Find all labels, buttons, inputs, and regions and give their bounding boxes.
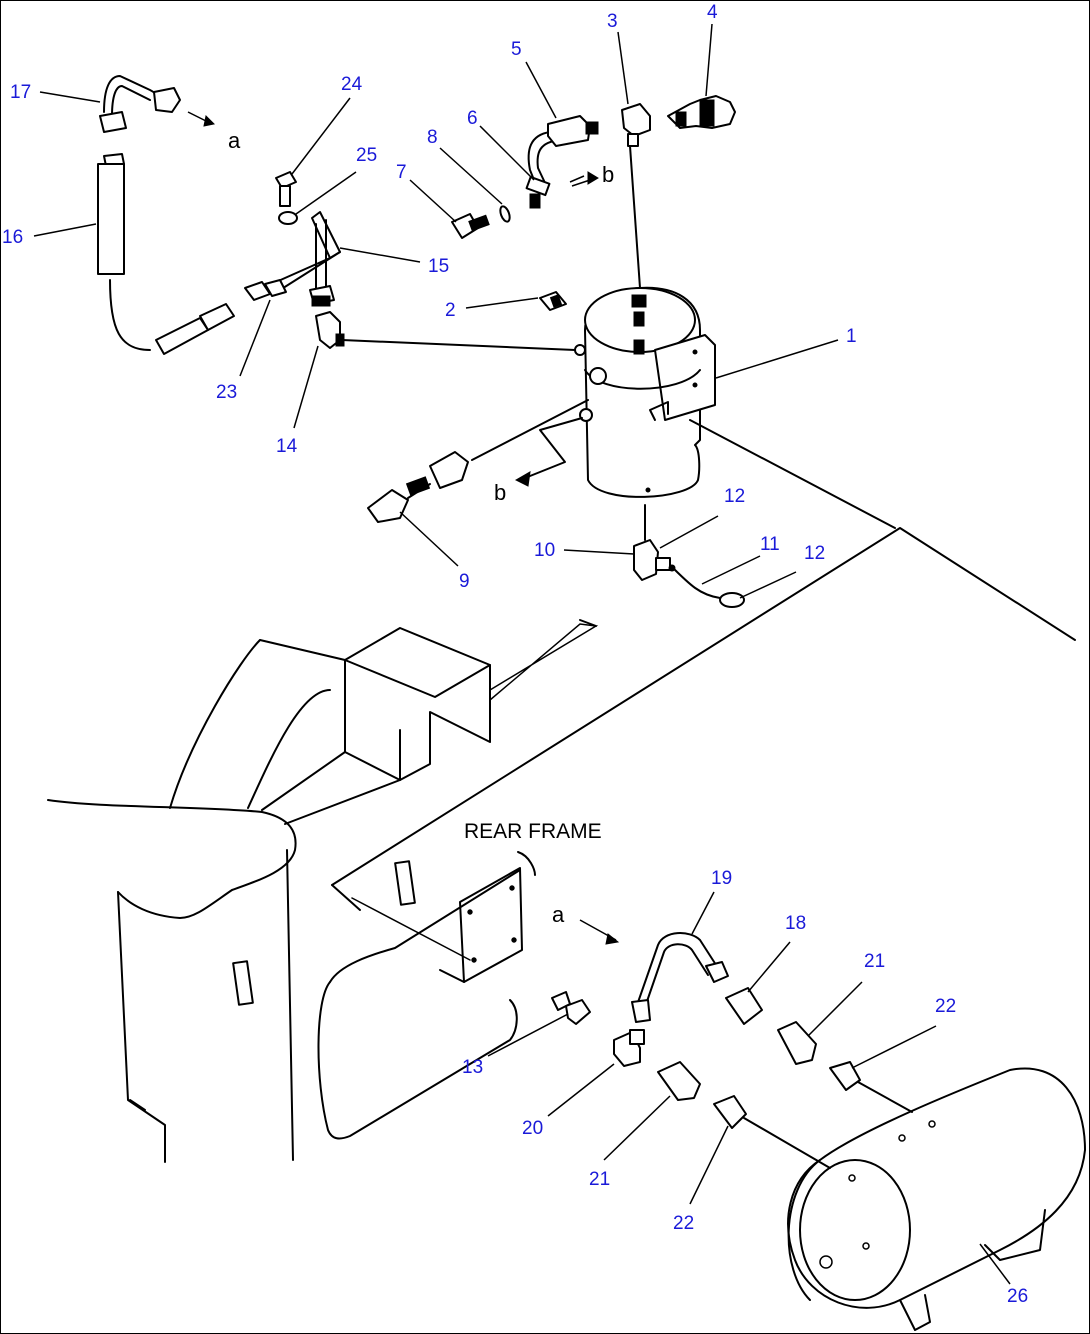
callout-26: 26 (1007, 1286, 1028, 1307)
callout-25: 25 (356, 145, 377, 166)
callout-21b: 21 (589, 1169, 610, 1190)
part-15-pipe (244, 171, 341, 307)
part-10-11-12-drain (633, 504, 745, 608)
part-2-plug (539, 291, 567, 311)
callout-2: 2 (445, 300, 456, 321)
part-7-8-bolt (451, 205, 511, 239)
callout-14: 14 (276, 436, 298, 457)
callout-6: 6 (467, 108, 478, 129)
callout-10: 10 (534, 540, 555, 561)
callout-7: 7 (396, 162, 407, 183)
callout-23: 23 (216, 382, 237, 403)
rear-frame-structure (47, 527, 1076, 1163)
leader-lines (33, 23, 1011, 1285)
callout-4: 4 (707, 2, 718, 23)
callout-21a: 21 (864, 951, 885, 972)
ref-a-bottom: a (552, 902, 565, 927)
callout-8: 8 (427, 127, 438, 148)
lower-fittings (613, 932, 913, 1169)
callout-20: 20 (522, 1118, 543, 1139)
callout-1: 1 (846, 326, 857, 347)
callout-16: 16 (2, 227, 23, 248)
callout-18: 18 (785, 913, 806, 934)
callout-3: 3 (607, 11, 618, 32)
callout-9: 9 (459, 571, 470, 592)
callout-19: 19 (711, 868, 732, 889)
callout-17: 17 (10, 82, 31, 103)
callout-15: 15 (428, 256, 449, 277)
routing-lines (187, 111, 896, 945)
callout-22a: 22 (935, 996, 956, 1017)
callout-labels: 1 2 3 4 5 6 7 8 9 10 11 12 12 13 14 15 1… (2, 2, 1028, 1307)
part-4-switch (667, 95, 736, 129)
part-9-valve (367, 399, 589, 523)
ref-b-left: b (494, 480, 506, 505)
callout-5: 5 (511, 39, 522, 60)
ref-a-top: a (228, 128, 241, 153)
part-16-17-hose (97, 75, 235, 355)
callout-12b: 12 (804, 543, 825, 564)
part-3-elbow (621, 103, 651, 147)
air-dryer (574, 286, 716, 498)
ref-b-right: b (602, 162, 614, 187)
callout-13: 13 (462, 1057, 483, 1078)
rear-frame-label: REAR FRAME (464, 820, 602, 843)
part-5-6-line (525, 115, 599, 209)
part-13-bolt (551, 991, 591, 1025)
callout-11: 11 (760, 534, 780, 555)
callout-22b: 22 (673, 1213, 694, 1234)
callout-24: 24 (341, 74, 363, 95)
part-14-elbow (315, 311, 576, 351)
callout-12a: 12 (724, 486, 745, 507)
air-tank (787, 1067, 1086, 1331)
